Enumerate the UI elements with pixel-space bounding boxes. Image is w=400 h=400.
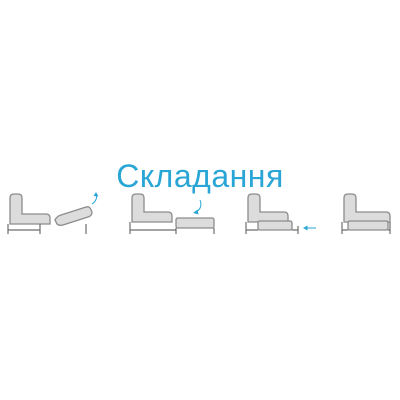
sofa-step-4-icon <box>341 193 391 234</box>
sofa-step-2-icon <box>129 193 215 234</box>
sofa-step-3-icon <box>245 193 316 234</box>
sofa-step-1-icon <box>7 192 99 234</box>
page-title: Складання <box>116 158 284 194</box>
folding-steps <box>0 190 400 250</box>
steps-illustration <box>7 192 391 234</box>
